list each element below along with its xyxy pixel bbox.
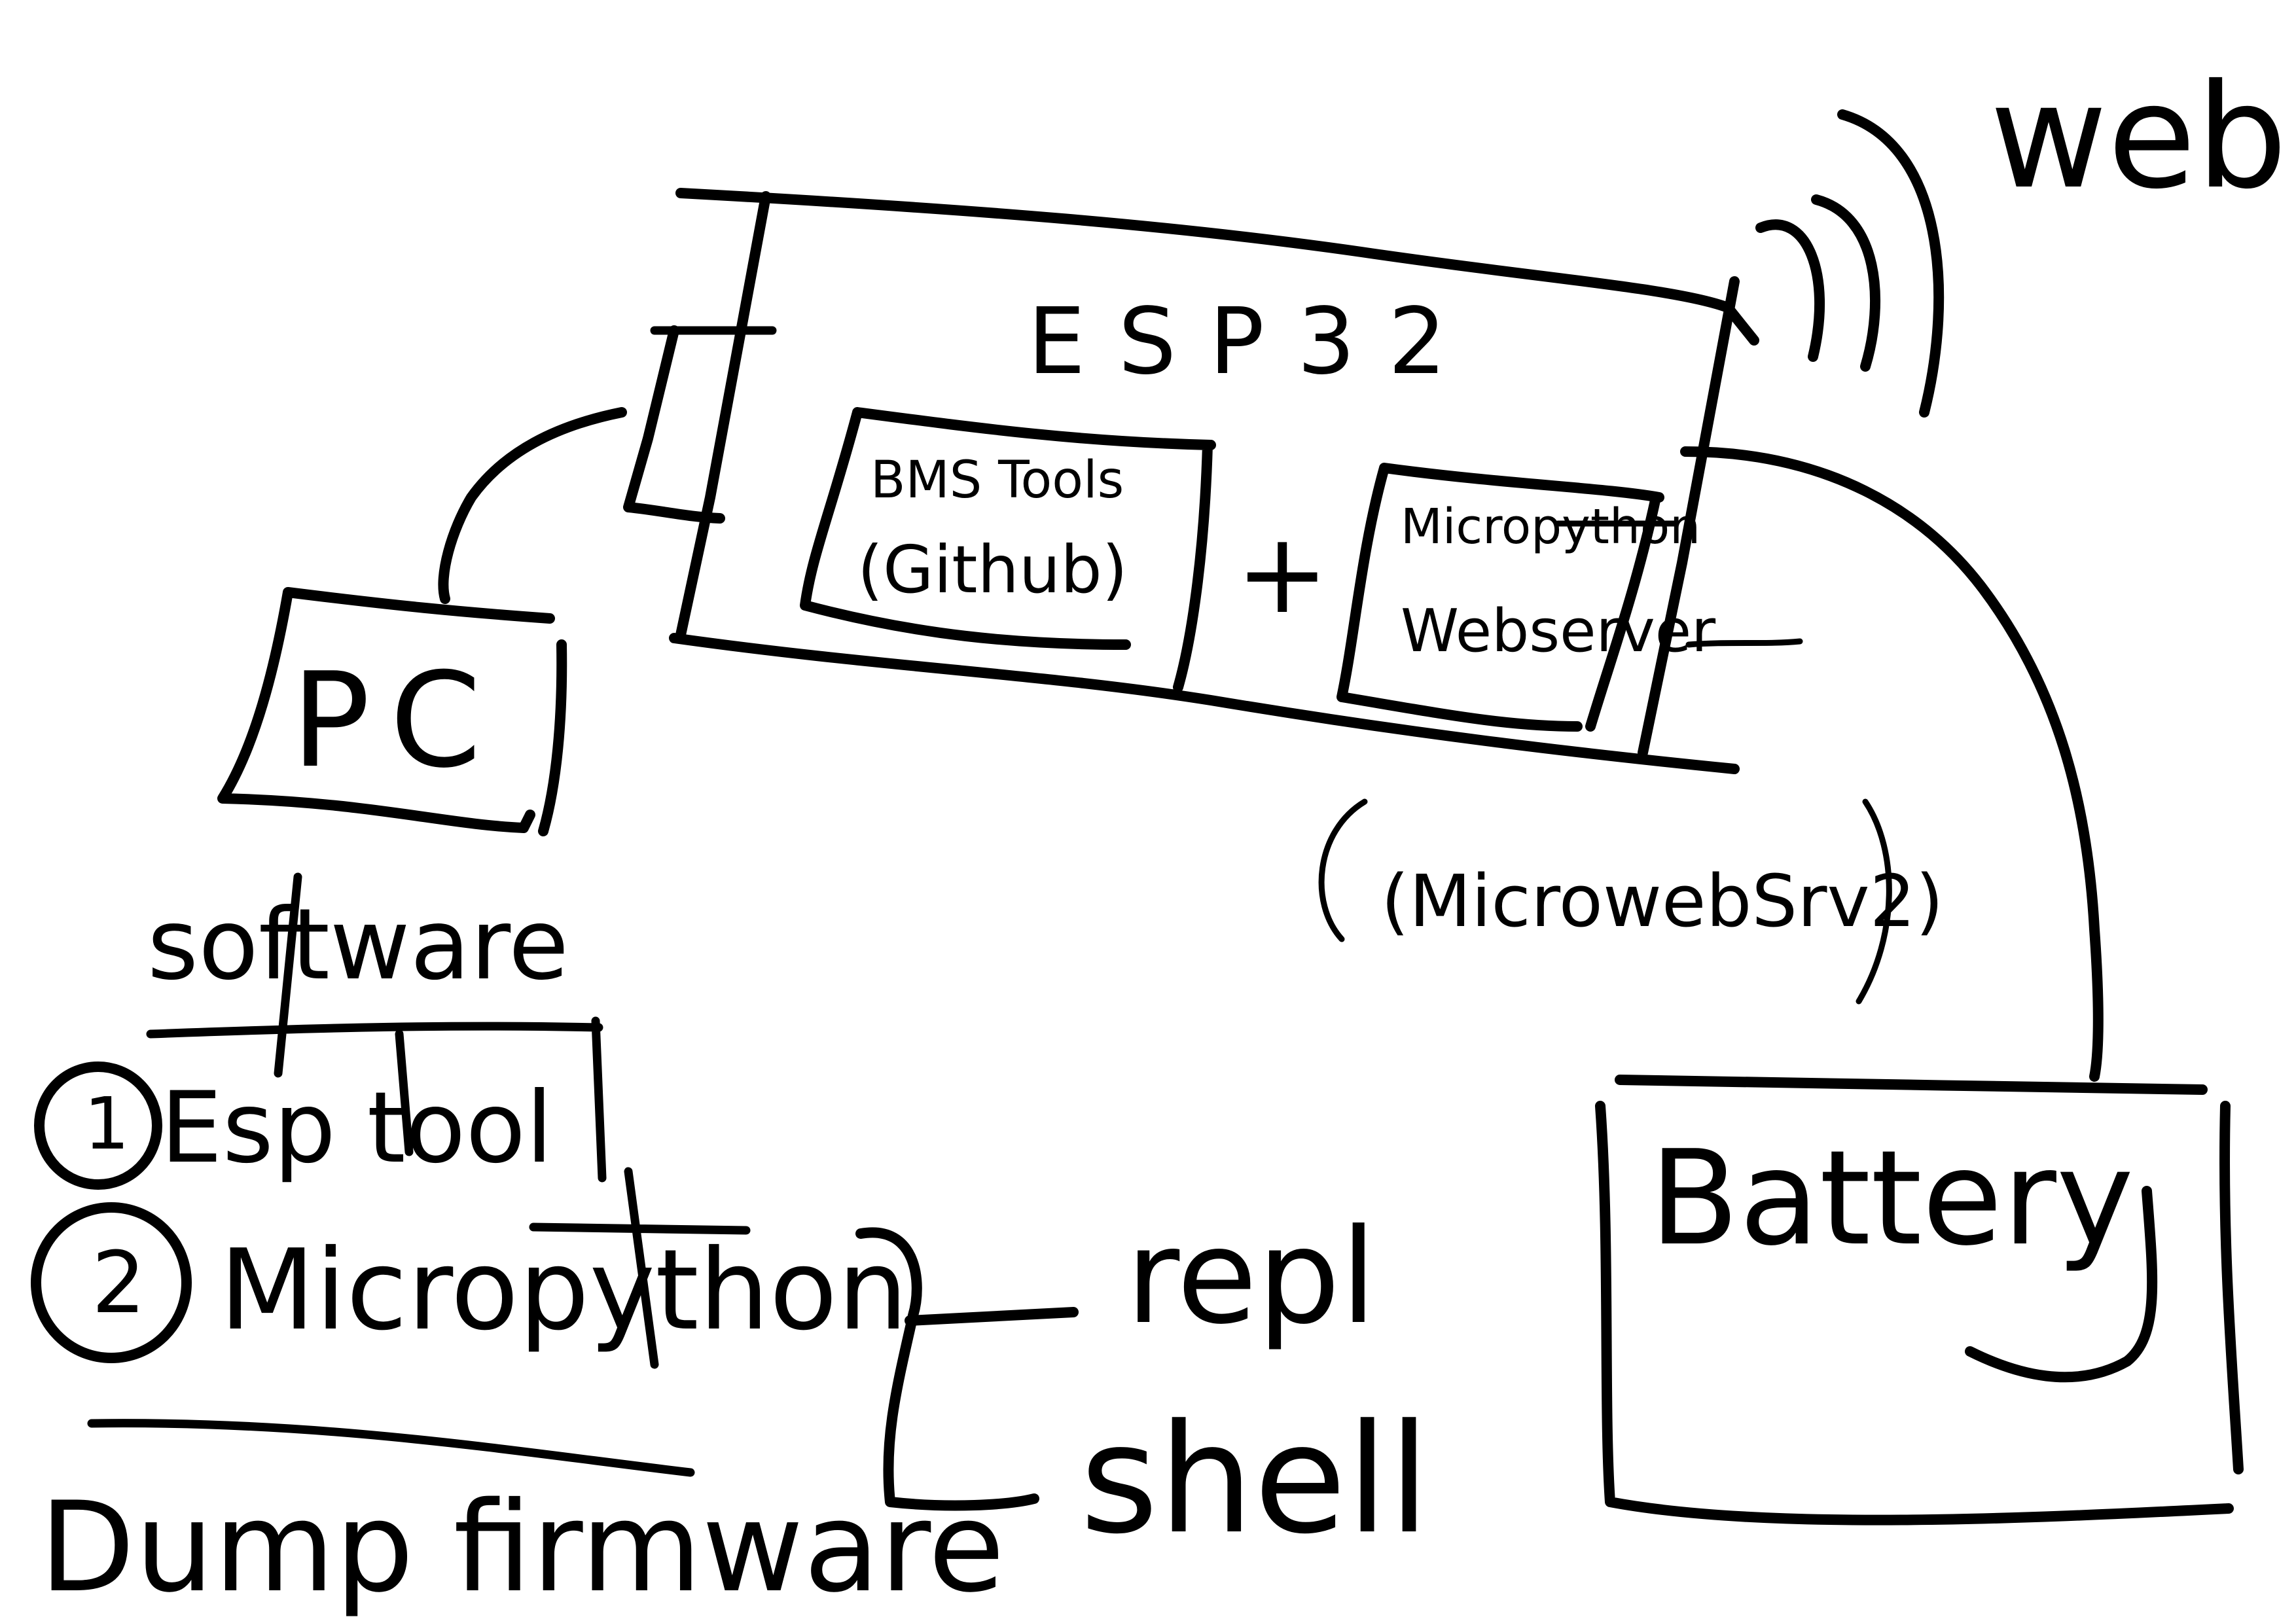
dump-firmware-label: Dump firmware [39, 1475, 1005, 1620]
esp32-board [650, 188, 1759, 774]
repl-label: repl [1126, 1201, 1376, 1353]
battery-box: Battery [1595, 1075, 2244, 1525]
item1-number: 1 [84, 1082, 130, 1166]
web-label: web [1990, 53, 2287, 221]
pc-usb-cable [438, 407, 627, 604]
repl-shell-bracket: repl shell [855, 1201, 1430, 1567]
software-heading: software [147, 888, 569, 1002]
pc-label: PC [291, 645, 501, 797]
shell-label: shell [1080, 1393, 1430, 1567]
github-label: (Github) [857, 531, 1128, 608]
item2-text: Micropython [219, 1226, 908, 1355]
wifi-signal-icon [1755, 109, 1945, 418]
micropython-webserver-line1: Micropython [1401, 499, 1700, 555]
battery-label: Battery [1649, 1122, 2134, 1275]
dump-firmware-section: Dump firmware [39, 1419, 1005, 1620]
micropython-webserver-line2: Webserver [1401, 597, 1715, 666]
microwebsrv2-label: (MicrowebSrv2) [1381, 859, 1943, 943]
item2-number: 2 [92, 1233, 146, 1332]
plus-sign: + [1236, 509, 1329, 639]
item1-text: Esp tool [160, 1071, 553, 1185]
bms-tools-box: BMS Tools (Github) [800, 407, 1216, 692]
software-section: software 1 Esp tool 2 Micropython [31, 872, 908, 1369]
esp32-battery-cable [1680, 446, 2104, 1082]
usb-connector [623, 325, 725, 524]
esp32-label: ESP32 [1028, 289, 1479, 395]
micropython-webserver-box: Micropython Webserver [1336, 463, 1803, 732]
pc-box: PC [217, 587, 567, 836]
bms-tools-label: BMS Tools [870, 451, 1124, 510]
microwebsrv2-caption: (MicrowebSrv2) [1318, 798, 1943, 1005]
